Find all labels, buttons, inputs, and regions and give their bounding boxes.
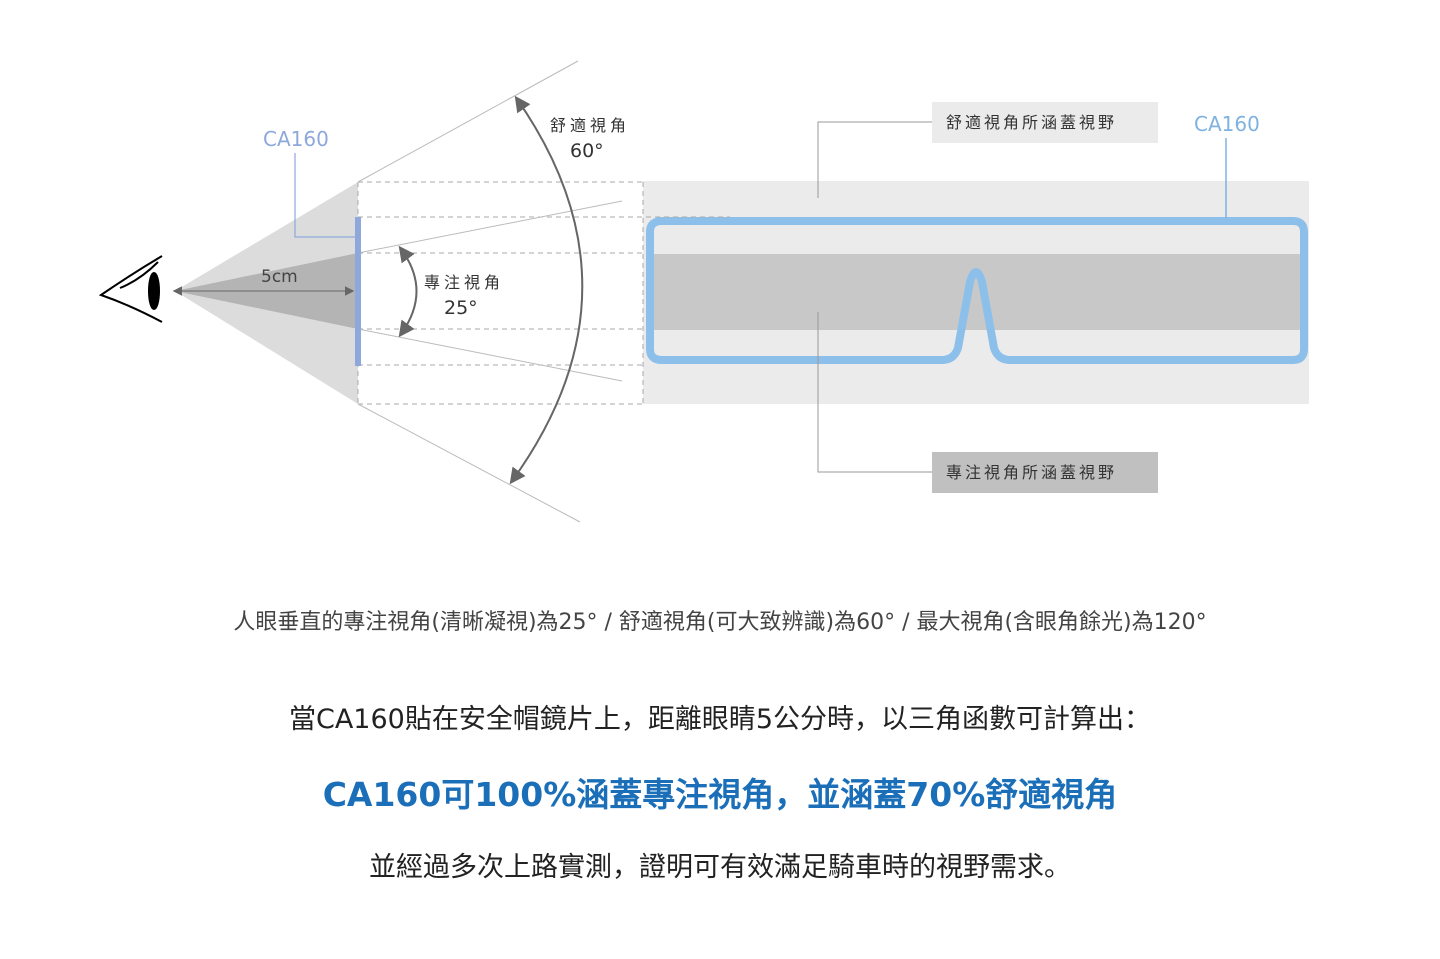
comfort-field-label: 舒適視角所涵蓋視野: [946, 113, 1117, 132]
focus-field-label: 專注視角所涵蓋視野: [946, 463, 1117, 482]
comfort-field-leader: [817, 121, 932, 198]
comfort-angle-value: 60°: [570, 140, 604, 162]
focus-angle-arc: [398, 245, 418, 338]
eye-icon: [98, 255, 163, 323]
angle-facts-caption: 人眼垂直的專注視角(清晰凝視)為25° / 舒適視角(可大致辨識)為60° / …: [233, 610, 1207, 635]
ca160-left-label: CA160: [263, 127, 329, 151]
field-of-view-diagram: CA160 5cm 舒適視角 60° 專注視角 25° 舒適視角所涵蓋視野 CA…: [98, 60, 1309, 523]
comfort-field-label-box: [932, 102, 1158, 143]
focus-angle-label: 專注視角: [424, 273, 504, 292]
focus-field-band: [648, 254, 1308, 330]
focus-field-label-box: [932, 452, 1158, 493]
ca160-lens-bar: [355, 217, 361, 366]
calculation-intro: 當CA160貼在安全帽鏡片上，距離眼睛5公分時，以三角函數可計算出：: [288, 704, 1152, 735]
comfort-angle-label: 舒適視角: [550, 116, 630, 135]
comfort-angle-arc: [509, 95, 584, 485]
distance-label: 5cm: [261, 267, 298, 287]
angle-lines: [357, 60, 623, 523]
ca160-goggle-outline: [646, 217, 1308, 364]
ca160-right-label: CA160: [1194, 112, 1260, 136]
focus-angle-value: 25°: [444, 297, 478, 319]
focus-field-leader: [817, 312, 932, 473]
ca160-left-leader: [294, 153, 355, 238]
field-test-note: 並經過多次上路實測，證明可有效滿足騎車時的視野需求。: [369, 852, 1071, 883]
coverage-highlight: CA160可100%涵蓋專注視角，並涵蓋70%舒適視角: [322, 775, 1118, 814]
